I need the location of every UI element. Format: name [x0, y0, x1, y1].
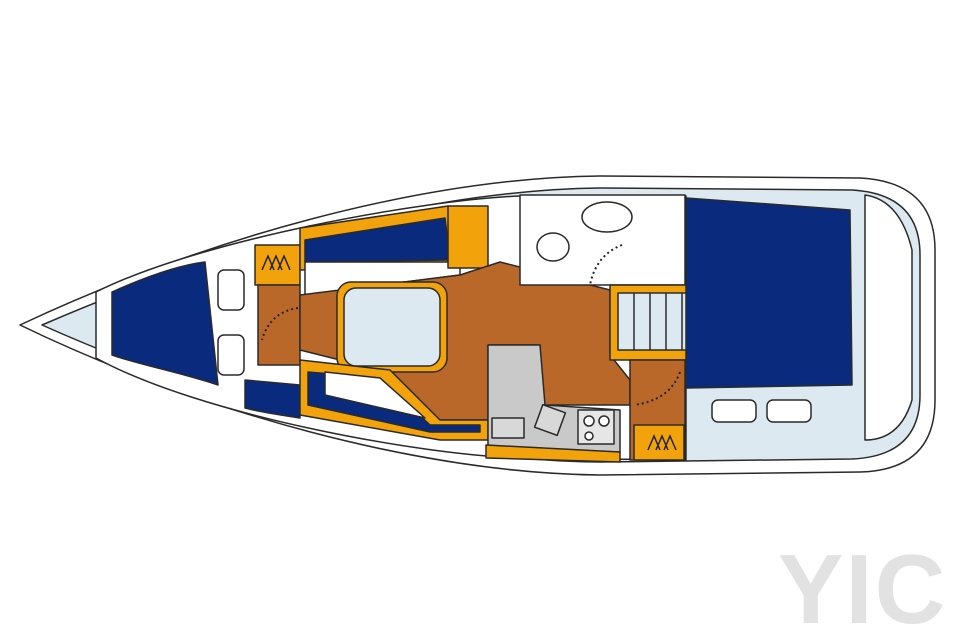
- fwd-cushion-2: [217, 334, 245, 376]
- saloon-table-top: [343, 287, 441, 367]
- forward-cabin-berth: [111, 261, 219, 386]
- saloon-pillar: [447, 205, 489, 269]
- saloon-settee-bottom-cushions: [324, 371, 426, 419]
- watermark-logo: YIC: [778, 534, 948, 640]
- head-basin: [581, 201, 633, 233]
- fwd-cushion-1: [217, 269, 245, 311]
- cockpit-seat-2: [766, 399, 812, 423]
- hanging-locker-icon: [647, 434, 677, 451]
- fwd-locker-top: [254, 244, 301, 286]
- cockpit-seat-1: [711, 399, 757, 423]
- stove-burner: [584, 431, 594, 441]
- galley-sink: [491, 417, 525, 439]
- fwd-passage-wood: [257, 284, 301, 366]
- galley-sink-2: [533, 403, 567, 437]
- door-swing-head: [589, 244, 623, 286]
- aft-cabin-berth: [685, 197, 853, 389]
- stove-burner: [598, 415, 610, 427]
- galley-stove: [577, 409, 615, 445]
- hanging-locker-icon: [261, 254, 291, 271]
- head-toilet: [536, 232, 570, 262]
- door-swing-forward: [261, 307, 299, 341]
- galley-trim: [485, 444, 621, 463]
- fwd-navy-bottom: [244, 379, 301, 419]
- transom-steps: [864, 194, 913, 441]
- stove-burner: [583, 415, 595, 427]
